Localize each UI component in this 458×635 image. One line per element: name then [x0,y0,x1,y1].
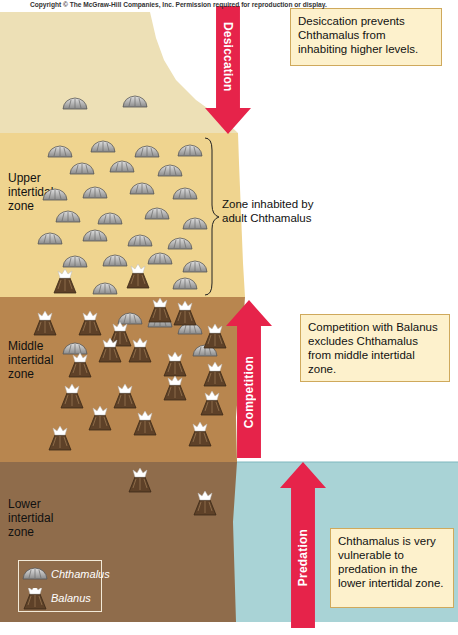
predation-arrow: Predation [280,462,326,628]
callout-text: Chthamalus is very vulnerable to predati… [338,534,446,590]
legend-sample [21,588,49,610]
upper-cliff [0,12,238,133]
legend-text: Balanus [51,592,101,605]
zone-label: Upper intertidal zone [8,171,78,213]
legend-symbol [24,588,46,609]
callout-box: Desiccation prevents Chthamalus from inh… [290,8,442,66]
zone-label: Lower intertidal zone [8,497,78,539]
band-shape [0,462,237,622]
water-surface [232,462,458,463]
arrow-body [226,300,272,458]
legend-sample [21,564,49,586]
callout-box: Chthamalus is very vulnerable to predati… [330,528,454,608]
arrow-body [205,6,251,134]
bracket-label: Zone inhabited by adult Chthamalus [222,197,334,225]
sea-water [232,462,458,622]
legend-text: Chthamalus [51,568,101,581]
arrow-label: Desiccation [221,22,235,92]
arrow-text-area: Desiccation [205,8,251,106]
arrow-text-area: Competition [226,328,272,456]
callout-text: Desiccation prevents Chthamalus from inh… [298,14,434,56]
desiccation-arrow: Desiccation [205,6,251,134]
competition-arrow: Competition [226,300,272,458]
arrow-label: Competition [242,356,256,428]
callout-box: Competition with Balanus excludes Chtham… [300,314,450,382]
chthamalus-barnacle [63,98,87,109]
legend-row: Balanus [21,588,101,610]
arrow-text-area: Predation [280,490,326,626]
legend-symbol [23,568,47,579]
callout-text: Competition with Balanus excludes Chtham… [308,320,442,376]
arrow-label: Predation [296,529,310,586]
legend-box: ChthamalusBalanus [18,560,102,612]
arrow-body [280,462,326,628]
band-shape [0,297,245,462]
band-shape [0,133,245,297]
chthamalus-barnacle [123,96,147,107]
legend-row: Chthamalus [21,564,101,586]
copyright-note: Copyright © The McGraw-Hill Companies, I… [30,0,458,9]
